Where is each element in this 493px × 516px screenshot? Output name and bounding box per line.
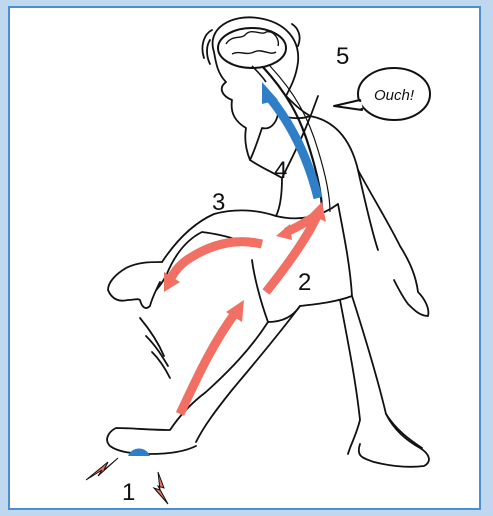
back-foot-outline [359, 414, 429, 467]
step-label-5: 5 [336, 43, 349, 70]
standing-foot-outline [107, 428, 196, 454]
step-label-2: 2 [298, 269, 311, 296]
step-label-1: 1 [122, 479, 135, 506]
raised-foot-outline [108, 262, 162, 308]
step-label-4: 4 [274, 157, 287, 184]
motor-arrows [164, 202, 326, 414]
step-label-3: 3 [212, 189, 225, 216]
speech-bubble-text: Ouch! [374, 87, 415, 104]
motor-arrow-raised-leg [170, 242, 262, 280]
motor-arrow-leg [180, 312, 236, 414]
back-arm-outline [358, 170, 428, 316]
motion-lines [140, 318, 170, 378]
standing-leg-outline [170, 306, 300, 442]
